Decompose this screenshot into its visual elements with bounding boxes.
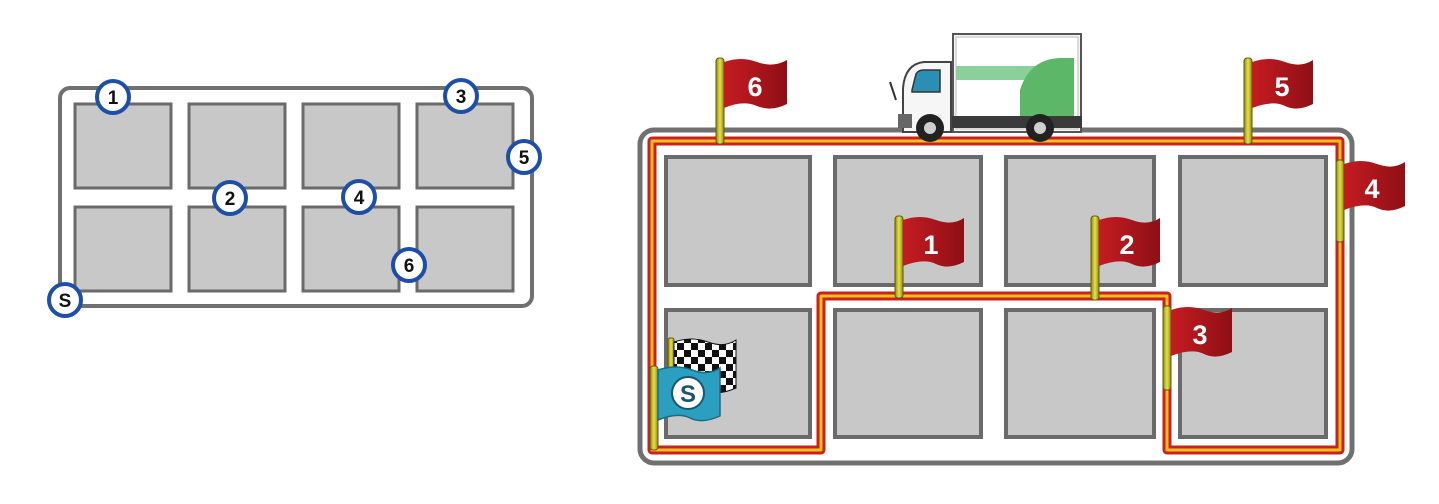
delivery-route bbox=[647, 136, 1345, 455]
flag-6: 6 bbox=[715, 57, 787, 145]
overview-block bbox=[187, 205, 287, 293]
flag-4-label: 4 bbox=[1364, 174, 1379, 204]
marker-start-label: S bbox=[59, 291, 72, 312]
flag-5: 5 bbox=[1243, 57, 1313, 145]
flag-5-label: 5 bbox=[1274, 72, 1289, 102]
marker-2: 2 bbox=[212, 180, 248, 216]
delivery-truck-icon bbox=[889, 33, 1082, 142]
marker-start: S bbox=[47, 282, 83, 318]
route-block bbox=[1004, 308, 1156, 439]
route-block bbox=[1178, 155, 1328, 287]
flag-3-label: 3 bbox=[1192, 320, 1207, 350]
overview-map-canvas: 1 2 3 4 5 6 S bbox=[47, 78, 542, 318]
flag-1: 1 bbox=[894, 215, 964, 299]
marker-2-label: 2 bbox=[225, 189, 236, 210]
overview-block bbox=[187, 102, 287, 190]
flag-4: 4 bbox=[1335, 159, 1405, 243]
overview-block bbox=[73, 102, 173, 190]
flag-3: 3 bbox=[1162, 305, 1232, 391]
flag-1-label: 1 bbox=[923, 230, 938, 260]
flag-2-label: 2 bbox=[1119, 230, 1134, 260]
start-flag: S bbox=[649, 365, 721, 451]
overview-blocks bbox=[73, 102, 515, 293]
marker-6: 6 bbox=[391, 247, 427, 283]
overview-block bbox=[301, 102, 401, 190]
flag-6-label: 6 bbox=[747, 72, 762, 102]
marker-1-label: 1 bbox=[108, 88, 119, 109]
marker-4: 4 bbox=[341, 179, 377, 215]
flag-2: 2 bbox=[1090, 215, 1160, 301]
route-block bbox=[833, 308, 983, 439]
route-map: 1 2 3 4 5 6 bbox=[600, 0, 1439, 499]
marker-1: 1 bbox=[95, 79, 131, 115]
marker-5: 5 bbox=[506, 139, 542, 175]
marker-3: 3 bbox=[443, 78, 479, 114]
overview-map: 1 2 3 4 5 6 S bbox=[0, 0, 560, 499]
marker-4-label: 4 bbox=[354, 188, 365, 209]
overview-block bbox=[301, 205, 401, 293]
route-map-canvas: 1 2 3 4 5 6 bbox=[637, 33, 1405, 466]
overview-block bbox=[415, 102, 515, 190]
route-block bbox=[664, 155, 812, 287]
marker-6-label: 6 bbox=[404, 256, 415, 277]
marker-3-label: 3 bbox=[456, 87, 467, 108]
overview-block bbox=[73, 205, 173, 293]
start-flag-label: S bbox=[680, 381, 696, 408]
overview-block bbox=[415, 205, 515, 293]
marker-5-label: 5 bbox=[519, 148, 530, 169]
route-blocks bbox=[664, 155, 1328, 439]
